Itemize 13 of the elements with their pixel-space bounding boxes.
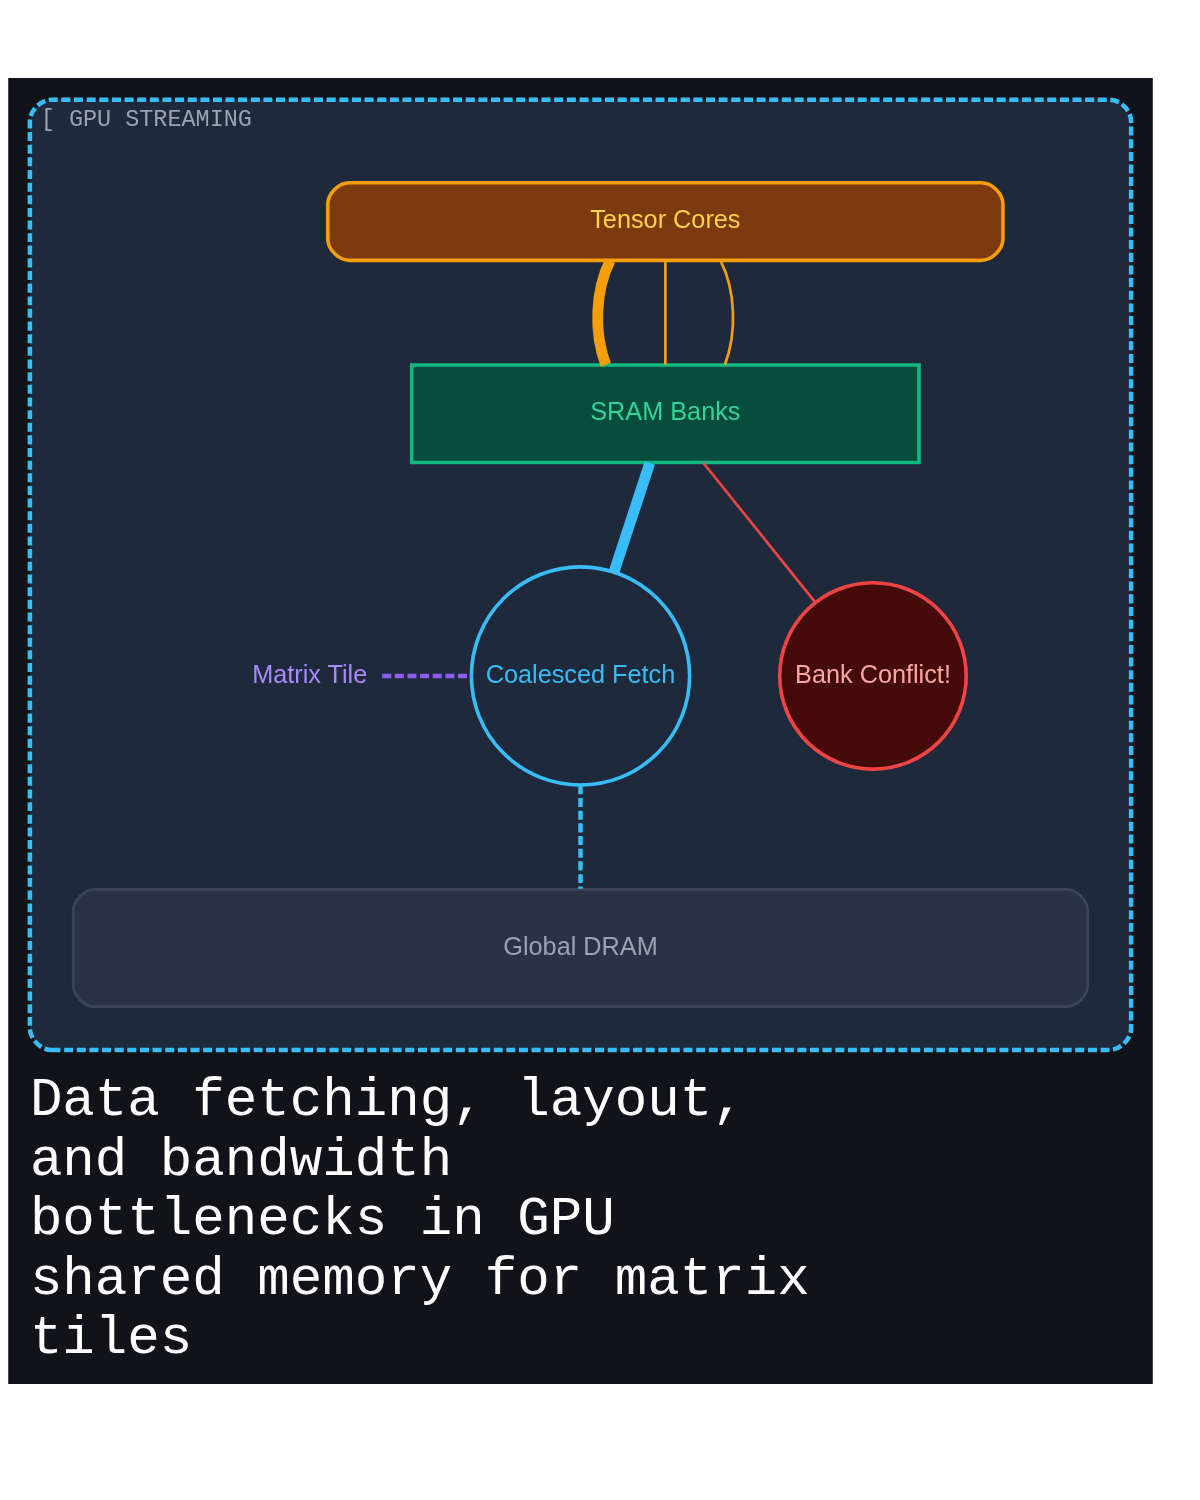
connector <box>592 257 616 366</box>
connector <box>578 784 583 889</box>
diagram-title: Data fetching, layout, and bandwidth bottlenecks in GPU shared memory for matrix tiles <box>29 1069 810 1369</box>
node-box: SRAM Banks <box>409 362 921 464</box>
node-circle: Bank Conflict! <box>777 580 968 771</box>
node-box: Tensor Cores <box>325 180 1005 262</box>
node-box: Global DRAM <box>71 887 1090 1008</box>
node-circle: Coalesced Fetch <box>469 564 692 787</box>
connector <box>702 461 817 603</box>
connector <box>664 260 667 365</box>
connector <box>608 460 655 574</box>
node-text: Matrix Tile <box>252 659 368 688</box>
connector <box>719 259 735 365</box>
